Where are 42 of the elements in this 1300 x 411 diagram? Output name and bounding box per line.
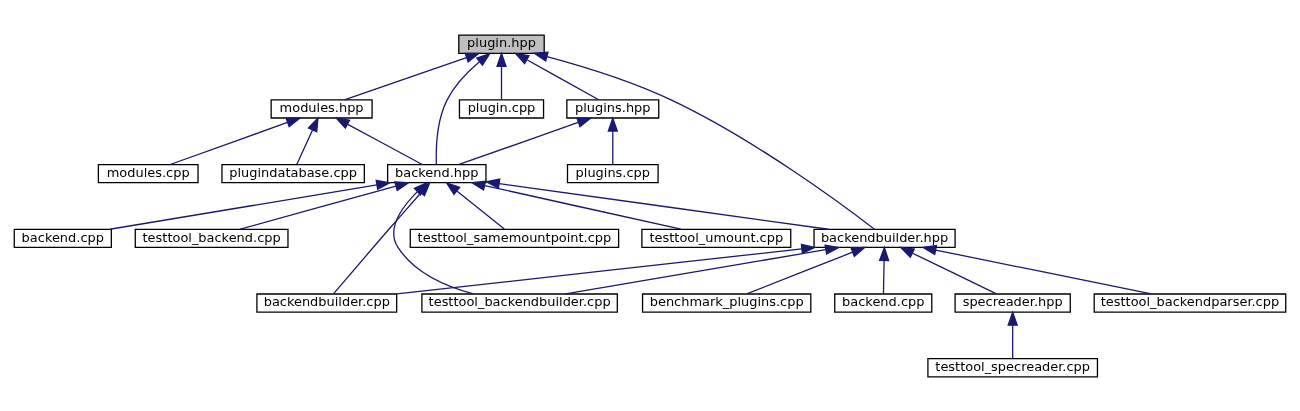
arrow bbox=[921, 244, 1152, 295]
node-box: benchmark_plugins.cpp bbox=[641, 292, 812, 313]
node-box: testtool_specreader.cpp bbox=[927, 357, 1099, 377]
node-box: plugins.hpp bbox=[566, 98, 660, 119]
node-box: backend.cpp bbox=[13, 228, 112, 248]
arrow bbox=[169, 116, 302, 165]
node-box: backend.cpp bbox=[834, 292, 933, 313]
arrow bbox=[109, 179, 392, 230]
arrow bbox=[396, 243, 817, 295]
node-box: plugin.hpp bbox=[458, 34, 545, 54]
arrow bbox=[746, 246, 867, 295]
arrow bbox=[1007, 309, 1019, 359]
arrow bbox=[445, 181, 505, 230]
arrow bbox=[607, 115, 619, 165]
node-box: modules.cpp bbox=[97, 163, 199, 183]
node-box: testtool_samemountpoint.cpp bbox=[409, 228, 620, 248]
node-box: testtool_backendbuilder.cpp bbox=[421, 292, 618, 313]
arrow bbox=[334, 116, 423, 165]
arrow bbox=[239, 180, 411, 230]
arrow bbox=[296, 115, 319, 165]
arrow bbox=[878, 245, 890, 294]
arrow bbox=[564, 243, 841, 295]
node-box: plugindatabase.cpp bbox=[221, 163, 365, 183]
arrow bbox=[435, 51, 492, 165]
node-box: specreader.hpp bbox=[954, 292, 1071, 313]
arrow bbox=[470, 179, 682, 230]
arrow bbox=[343, 52, 481, 100]
node-box: backendbuilder.hpp bbox=[813, 228, 956, 248]
node-box: testtool_umount.cpp bbox=[641, 228, 792, 248]
arrow bbox=[513, 51, 600, 100]
node-box: backend.hpp bbox=[386, 163, 487, 183]
node-box: testtool_backendparser.cpp bbox=[1093, 292, 1287, 313]
node-box: plugins.cpp bbox=[566, 163, 659, 183]
node-box: testtool_backend.cpp bbox=[134, 228, 289, 248]
node-box: modules.hpp bbox=[270, 98, 373, 119]
arrow bbox=[496, 51, 507, 100]
arrow bbox=[458, 116, 593, 165]
arrow bbox=[898, 246, 998, 295]
node-box: plugin.cpp bbox=[458, 98, 545, 119]
arrow bbox=[484, 177, 829, 230]
arrow bbox=[532, 51, 876, 230]
node-box: backendbuilder.cpp bbox=[256, 292, 398, 313]
